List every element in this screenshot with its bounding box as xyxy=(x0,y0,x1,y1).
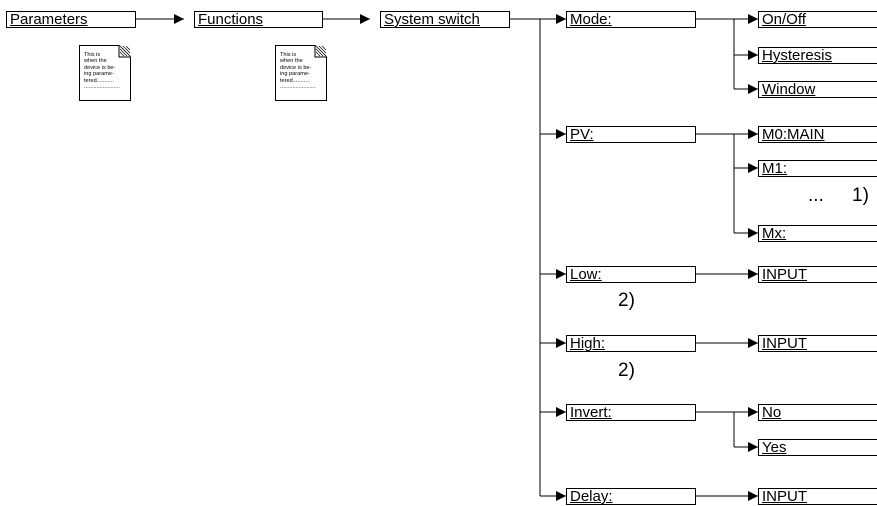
system-switch-box[interactable]: System switch xyxy=(380,11,510,28)
low-label: Low: xyxy=(570,266,602,283)
high-box[interactable]: High: xyxy=(566,335,696,352)
functions-label: Functions xyxy=(198,11,264,28)
option-high-input[interactable]: INPUT xyxy=(758,335,877,352)
system-switch-label: System switch xyxy=(384,11,480,28)
high-label: High: xyxy=(570,335,606,352)
option-label: M1: xyxy=(762,160,788,177)
option-delay-input[interactable]: INPUT xyxy=(758,488,877,505)
pv-label: PV: xyxy=(570,126,594,143)
option-label: INPUT xyxy=(762,488,807,505)
option-label: No xyxy=(762,404,782,421)
document-text: This is when the device is be- ing param… xyxy=(84,52,120,91)
functions-box[interactable]: Functions xyxy=(194,11,323,28)
pv-ellipsis: ... xyxy=(808,185,824,206)
low-box[interactable]: Low: xyxy=(566,266,696,283)
pv-box[interactable]: PV: xyxy=(566,126,696,143)
option-yes[interactable]: Yes xyxy=(758,439,877,456)
footnote-1: 1) xyxy=(852,185,869,206)
option-no[interactable]: No xyxy=(758,404,877,421)
option-label: Window xyxy=(762,81,816,98)
option-hysteresis[interactable]: Hysteresis xyxy=(758,47,877,64)
option-m0-main[interactable]: M0:MAIN xyxy=(758,126,877,143)
delay-box[interactable]: Delay: xyxy=(566,488,696,505)
option-low-input[interactable]: INPUT xyxy=(758,266,877,283)
parameters-box[interactable]: Parameters xyxy=(6,11,136,28)
option-label: Hysteresis xyxy=(762,47,833,64)
mode-label: Mode: xyxy=(570,11,612,28)
parameters-label: Parameters xyxy=(10,11,88,28)
option-label: INPUT xyxy=(762,335,807,352)
document-icon-parameters: This is when the device is be- ing param… xyxy=(79,45,131,101)
option-label: Yes xyxy=(762,439,787,456)
option-label: Mx: xyxy=(762,225,787,242)
invert-box[interactable]: Invert: xyxy=(566,404,696,421)
option-window[interactable]: Window xyxy=(758,81,877,98)
option-label: M0:MAIN xyxy=(762,126,825,143)
option-on-off[interactable]: On/Off xyxy=(758,11,877,28)
document-text: This is when the device is be- ing param… xyxy=(280,52,316,91)
option-m1[interactable]: M1: xyxy=(758,160,877,177)
delay-label: Delay: xyxy=(570,488,613,505)
footnote-low: 2) xyxy=(618,290,635,311)
mode-box[interactable]: Mode: xyxy=(566,11,696,28)
option-mx[interactable]: Mx: xyxy=(758,225,877,242)
option-label: On/Off xyxy=(762,11,806,28)
invert-label: Invert: xyxy=(570,404,612,421)
document-icon-functions: This is when the device is be- ing param… xyxy=(275,45,327,101)
footnote-high: 2) xyxy=(618,360,635,381)
option-label: INPUT xyxy=(762,266,807,283)
